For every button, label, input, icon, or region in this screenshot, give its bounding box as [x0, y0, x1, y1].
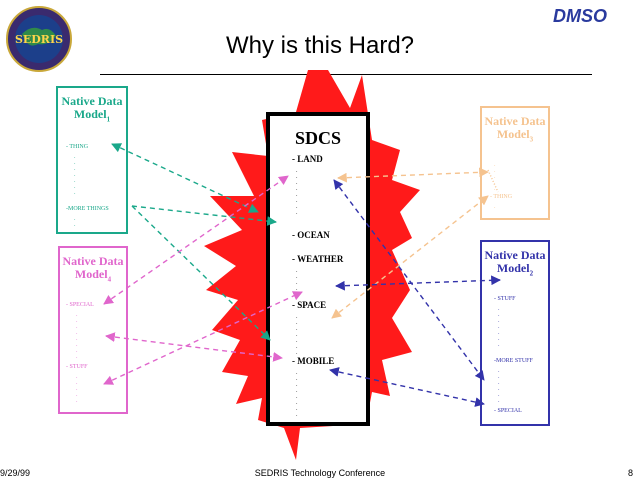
- model-4-dots: . . . . .: [76, 374, 78, 404]
- model-4-item-special: - SPECIAL: [66, 302, 94, 308]
- model-1-dots: . .: [74, 216, 76, 228]
- model-2-item-special: - SPECIAL: [494, 408, 522, 414]
- model-1-item-thing: - THING: [66, 144, 89, 150]
- model-3-title: Native Data Model3: [482, 115, 548, 146]
- arrow-model1-more-things: [131, 205, 277, 226]
- model-1-title-text: Native Data Model: [61, 94, 123, 121]
- svg-text:DMSO: DMSO: [553, 6, 607, 26]
- connector-model3-internal: [487, 169, 499, 193]
- model-2-title-text: Native Data Model: [484, 248, 546, 275]
- arrow-model2-stuff: [335, 275, 501, 291]
- model-3-title-text: Native Data Model: [484, 114, 546, 141]
- arrow-model3-space: [331, 195, 489, 319]
- footer-conference: SEDRIS Technology Conference: [254, 468, 386, 478]
- model-1-item-more-things: -MORE THINGS: [66, 206, 109, 212]
- sdcs-item-ocean: - OCEAN: [292, 230, 330, 240]
- model-3-dots: .: [494, 204, 496, 210]
- sdcs-item-space: - SPACE: [292, 300, 327, 310]
- arrow-model1-thing: [111, 143, 259, 213]
- arrow-model4-special-land: [103, 175, 289, 305]
- model-4-item-stuff: - STUFF: [66, 364, 88, 370]
- model-2-dots: . . . . . . .: [498, 306, 500, 348]
- sdcs-item-mobile: - MOBILE: [292, 356, 335, 366]
- title-divider: [100, 74, 592, 75]
- arrow-model2-land: [333, 179, 485, 381]
- svg-text:SEDRIS: SEDRIS: [15, 33, 63, 46]
- model-2-dots: . . . . . .: [498, 368, 500, 404]
- model-2-title: Native Data Model2: [482, 249, 548, 280]
- model-2-item-stuff: - STUFF: [494, 296, 516, 302]
- sdcs-item-weather: - WEATHER: [292, 254, 344, 264]
- footer-date: 9/29/99: [0, 468, 31, 478]
- arrow-model4-special-mobile: [105, 332, 283, 362]
- model-3-dots: . . . . .: [494, 162, 496, 192]
- native-data-model-3: Native Data Model3 . . . . . - THING .: [480, 106, 550, 220]
- model-1-title: Native Data Model1: [58, 95, 126, 126]
- model-3-item-thing: - THING: [490, 194, 513, 200]
- sdcs-item-land: - LAND: [292, 154, 323, 164]
- sdcs-dots: . . . . . . . .: [296, 168, 298, 216]
- dmso-logo: DMSO: [538, 6, 622, 26]
- model-3-subscript: 3: [529, 135, 534, 144]
- model-2-subscript: 2: [529, 269, 534, 278]
- model-1-subscript: 1: [106, 115, 111, 124]
- page-number: 8: [628, 468, 634, 478]
- model-4-dots: . . . . . . . .: [76, 312, 78, 360]
- arrow-model4-stuff-space: [103, 291, 303, 385]
- arrow-model1-mobile: [131, 205, 271, 341]
- model-2-item-more-stuff: -MORE STUFF: [494, 358, 533, 364]
- sedris-logo: SEDRIS: [6, 6, 72, 72]
- sdcs-title: SDCS: [294, 128, 342, 148]
- arrow-model2-mobile: [329, 367, 485, 407]
- arrow-model3-land: [337, 167, 489, 183]
- model-1-dots: . . . . . . .: [74, 154, 76, 196]
- slide-title: Why is this Hard?: [225, 32, 415, 59]
